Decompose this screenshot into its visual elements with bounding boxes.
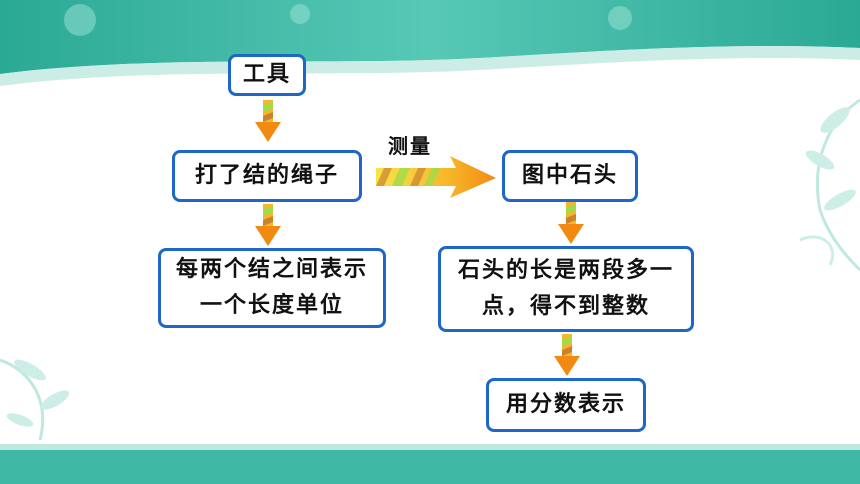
node-unit: 每两个结之间表示一个长度单位: [158, 248, 386, 328]
down-arrow-icon: [558, 202, 584, 244]
node-length-text: 石头的长是两段多一点，得不到整数: [457, 258, 674, 319]
down-arrow-icon: [554, 334, 580, 376]
node-unit-text: 每两个结之间表示一个长度单位: [175, 257, 368, 318]
node-length: 石头的长是两段多一点，得不到整数: [438, 246, 694, 332]
bottom-banner: [0, 444, 860, 484]
leaf-decoration-right: [799, 98, 860, 272]
node-rope: 打了结的绳子: [172, 150, 362, 202]
down-arrow-icon: [255, 204, 281, 246]
node-fraction-text: 用分数表示: [505, 392, 626, 417]
leaf-decoration-left: [0, 358, 70, 441]
node-tool-text: 工具: [242, 62, 291, 87]
node-stone-text: 图中石头: [521, 163, 618, 188]
down-arrow-icon: [255, 100, 281, 142]
node-stone: 图中石头: [502, 150, 638, 202]
node-rope-text: 打了结的绳子: [194, 163, 339, 188]
node-tool: 工具: [228, 54, 306, 96]
node-fraction: 用分数表示: [486, 378, 646, 432]
edge-label-measure: 测量: [388, 134, 432, 158]
top-banner: [0, 0, 860, 90]
right-arrow-icon: [376, 156, 496, 198]
